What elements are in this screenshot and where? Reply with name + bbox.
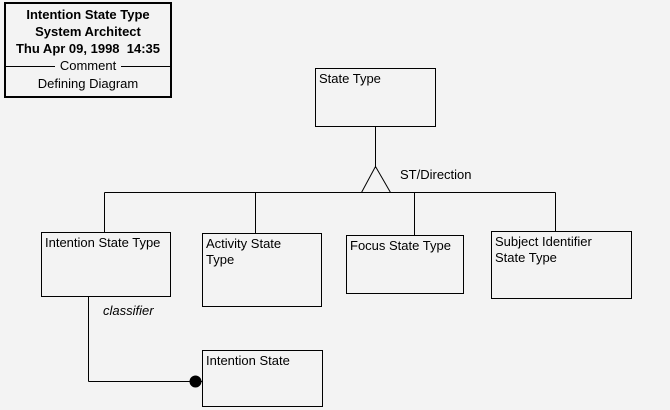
node-intention-state[interactable]: Intention State — [202, 350, 323, 407]
node-subject-identifier-state-type[interactable]: Subject Identifier State Type — [491, 231, 632, 299]
node-state-type[interactable]: State Type — [315, 68, 436, 127]
diagram-title: Intention State Type — [26, 7, 150, 22]
node-label: Intention State — [206, 353, 290, 368]
generalization-edge-label: ST/Direction — [400, 167, 472, 182]
node-activity-state-type[interactable]: Activity State Type — [202, 233, 322, 307]
filled-dot-icon — [189, 375, 202, 388]
classifier-edge-label: classifier — [103, 303, 154, 318]
tool-name: System Architect — [35, 24, 141, 39]
node-intention-state-type[interactable]: Intention State Type — [41, 232, 171, 297]
generalization-triangle-icon — [360, 165, 392, 193]
divider-rule-right — [121, 65, 171, 67]
node-label: Focus State Type — [350, 238, 451, 253]
comment-divider: Comment — [6, 58, 171, 74]
node-label: State Type — [319, 71, 381, 86]
node-label: Intention State Type — [45, 235, 161, 250]
node-label: Activity State Type — [206, 236, 282, 267]
title-block: Intention State Type System Architect Th… — [4, 2, 172, 98]
timestamp: Thu Apr 09, 1998 14:35 — [15, 41, 161, 56]
node-label: Subject Identifier State Type — [495, 234, 592, 265]
comment-label: Comment — [59, 58, 117, 73]
divider-rule-left — [6, 65, 55, 67]
node-focus-state-type[interactable]: Focus State Type — [346, 235, 464, 294]
diagram-type-label: Defining Diagram — [37, 76, 139, 91]
